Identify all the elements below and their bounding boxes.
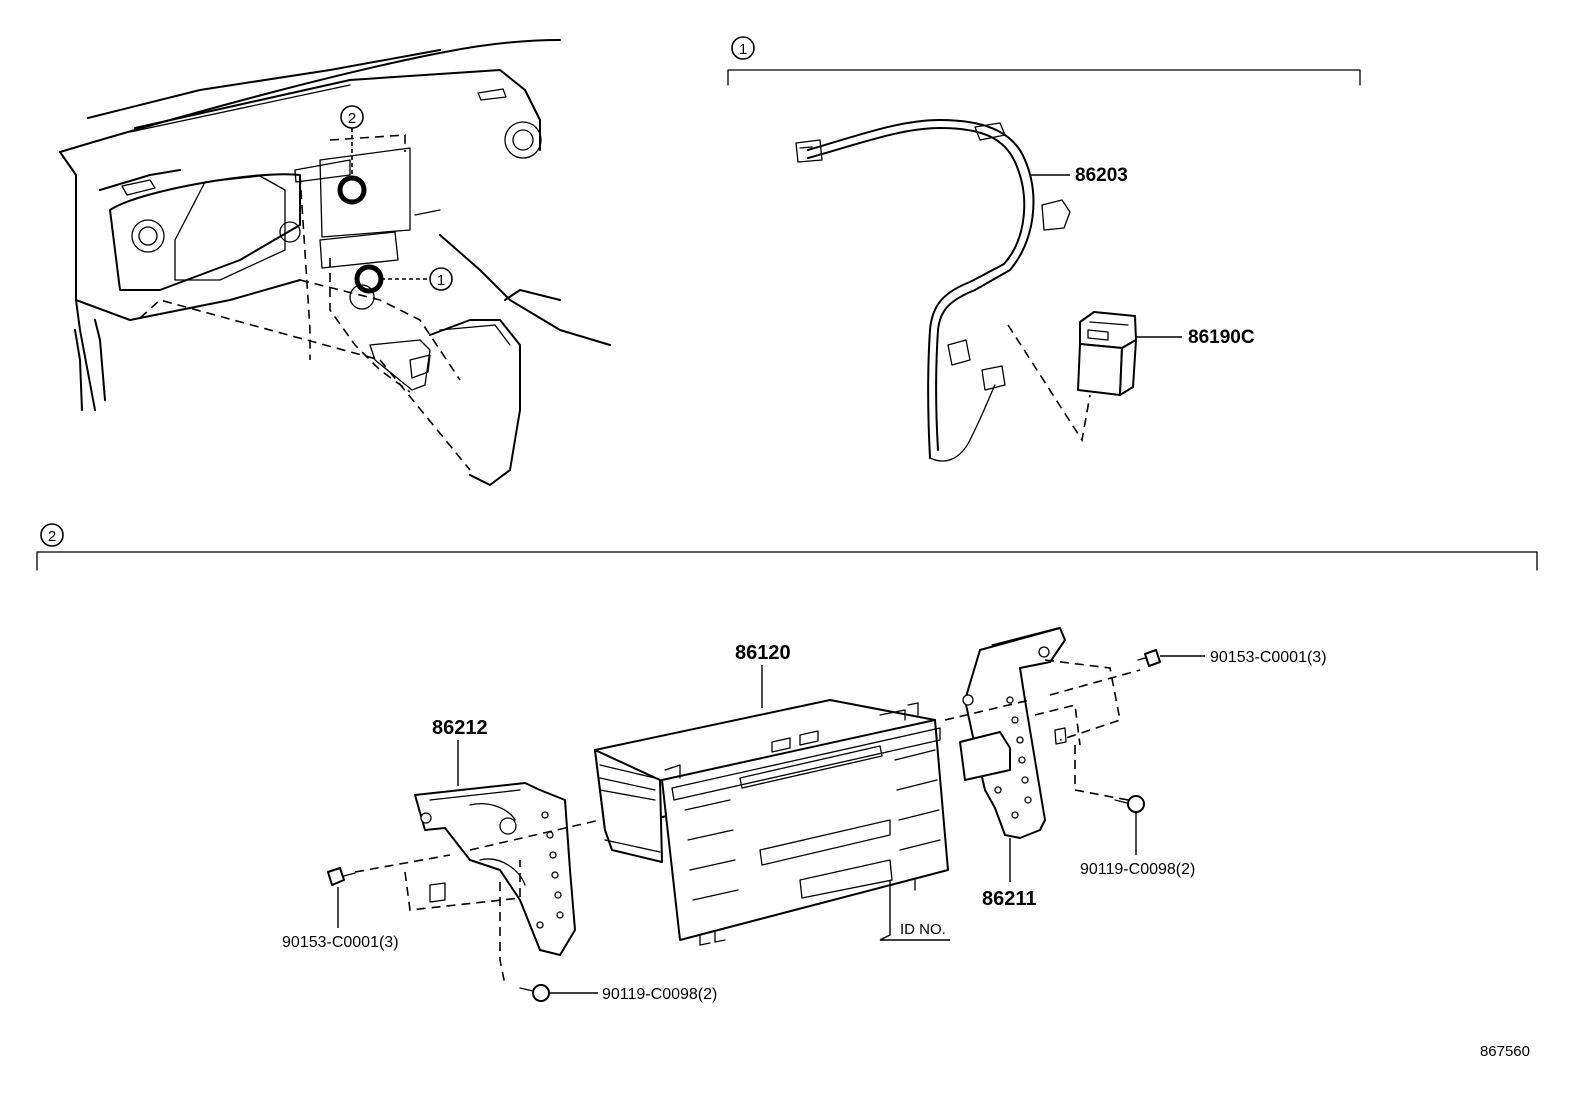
right-screw-axis [944, 669, 1141, 721]
bracket-86211 [959, 627, 1066, 839]
bolt-90119-left-icon [519, 984, 550, 1002]
part-number-86212: 86212 [432, 717, 488, 739]
wire-harness-86203 [795, 119, 1071, 462]
right-mount-frame-dashed [1034, 659, 1121, 746]
callout-2-label: 2 [348, 110, 356, 127]
section-1-header: 1 [727, 36, 1361, 86]
part-number-86211: 86211 [982, 888, 1037, 910]
usb-port-86190C [1077, 311, 1137, 396]
part-number-bolt-left: 90119-C0098(2) [602, 986, 717, 1003]
leader-id-no [879, 880, 950, 941]
bolt-90119-right-icon [1114, 795, 1145, 813]
callout-1-overview: 1 [354, 264, 453, 294]
part-number-screw-right: 90153-C0001(3) [1210, 649, 1327, 666]
callout-1-label: 1 [437, 272, 445, 289]
screw-90153-right-icon [1137, 649, 1161, 667]
left-bolt-axis [499, 882, 506, 986]
right-mount-slot [1054, 727, 1067, 745]
left-mount-slot [429, 882, 446, 903]
section-1-label: 1 [739, 41, 747, 58]
screw-90153-left-icon [327, 867, 356, 886]
id-no-label: ID NO. [900, 921, 946, 938]
connection-dashed-line [1007, 324, 1091, 443]
section-2-header: 2 [36, 523, 1538, 571]
dashboard-overview-drawing [59, 39, 611, 486]
head-unit-86120 [594, 699, 949, 946]
diagram-number: 867560 [1480, 1043, 1530, 1060]
part-number-86120: 86120 [735, 642, 791, 664]
left-mount-frame-dashed [404, 860, 521, 911]
section-2-label: 2 [48, 528, 56, 545]
part-number-86203: 86203 [1075, 165, 1128, 186]
part-number-86190C: 86190C [1188, 327, 1255, 348]
part-number-screw-left: 90153-C0001(3) [282, 934, 399, 951]
callout-2-overview: 2 [337, 105, 367, 205]
bracket-86212 [414, 782, 576, 956]
part-number-bolt-right: 90119-C0098(2) [1080, 861, 1195, 878]
left-screw-axis [354, 819, 601, 873]
right-bolt-axis [1074, 745, 1129, 801]
